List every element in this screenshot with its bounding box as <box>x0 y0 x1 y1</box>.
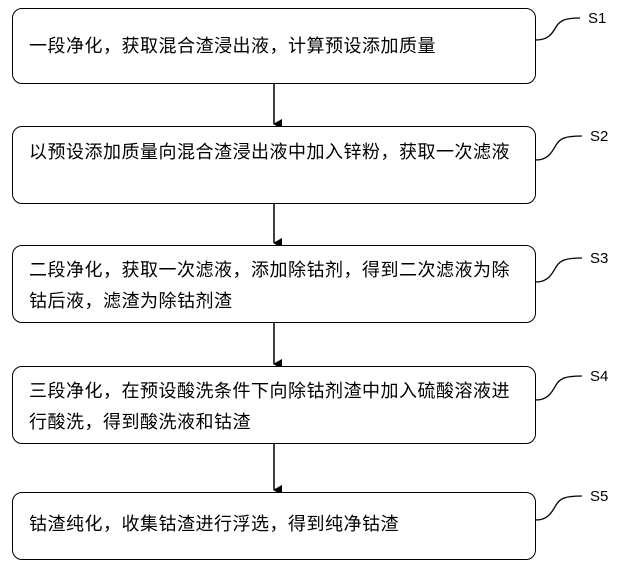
step-text-s3: 二段净化，获取一次滤液，添加除钴剂，得到二次滤液为除钴后液，滤渣为除钴剂渣 <box>29 260 510 312</box>
leader-line-s3 <box>535 257 583 283</box>
leader-line-s1 <box>535 17 581 41</box>
step-label-s3: S3 <box>590 250 609 267</box>
step-label-s1: S1 <box>588 10 607 27</box>
leader-line-s2 <box>535 135 583 161</box>
leader-line-s4 <box>535 375 583 401</box>
step-label-s2: S2 <box>590 128 609 145</box>
step-text-s2: 以预设添加质量向混合渣浸出液中加入锌粉，获取一次滤液 <box>29 142 510 163</box>
step-box-s3: 二段净化，获取一次滤液，添加除钴剂，得到二次滤液为除钴后液，滤渣为除钴剂渣 <box>12 245 536 323</box>
step-box-s4: 三段净化，在预设酸洗条件下向除钴剂渣中加入硫酸溶液进行酸洗，得到酸洗液和钴渣 <box>12 366 536 444</box>
step-label-s5: S5 <box>590 488 609 505</box>
step-box-s1: 一段净化，获取混合渣浸出液，计算预设添加质量 <box>12 8 536 84</box>
step-box-s2: 以预设添加质量向混合渣浸出液中加入锌粉，获取一次滤液 <box>12 126 536 204</box>
step-text-s1: 一段净化，获取混合渣浸出液，计算预设添加质量 <box>29 36 436 57</box>
step-text-s4: 三段净化，在预设酸洗条件下向除钴剂渣中加入硫酸溶液进行酸洗，得到酸洗液和钴渣 <box>29 381 510 433</box>
step-box-s5: 钴渣纯化，收集钴渣进行浮选，得到纯净钴渣 <box>12 492 536 560</box>
leader-line-s5 <box>535 495 583 521</box>
step-label-s4: S4 <box>590 368 609 385</box>
step-text-s5: 钴渣纯化，收集钴渣进行浮选，得到纯净钴渣 <box>29 514 399 535</box>
